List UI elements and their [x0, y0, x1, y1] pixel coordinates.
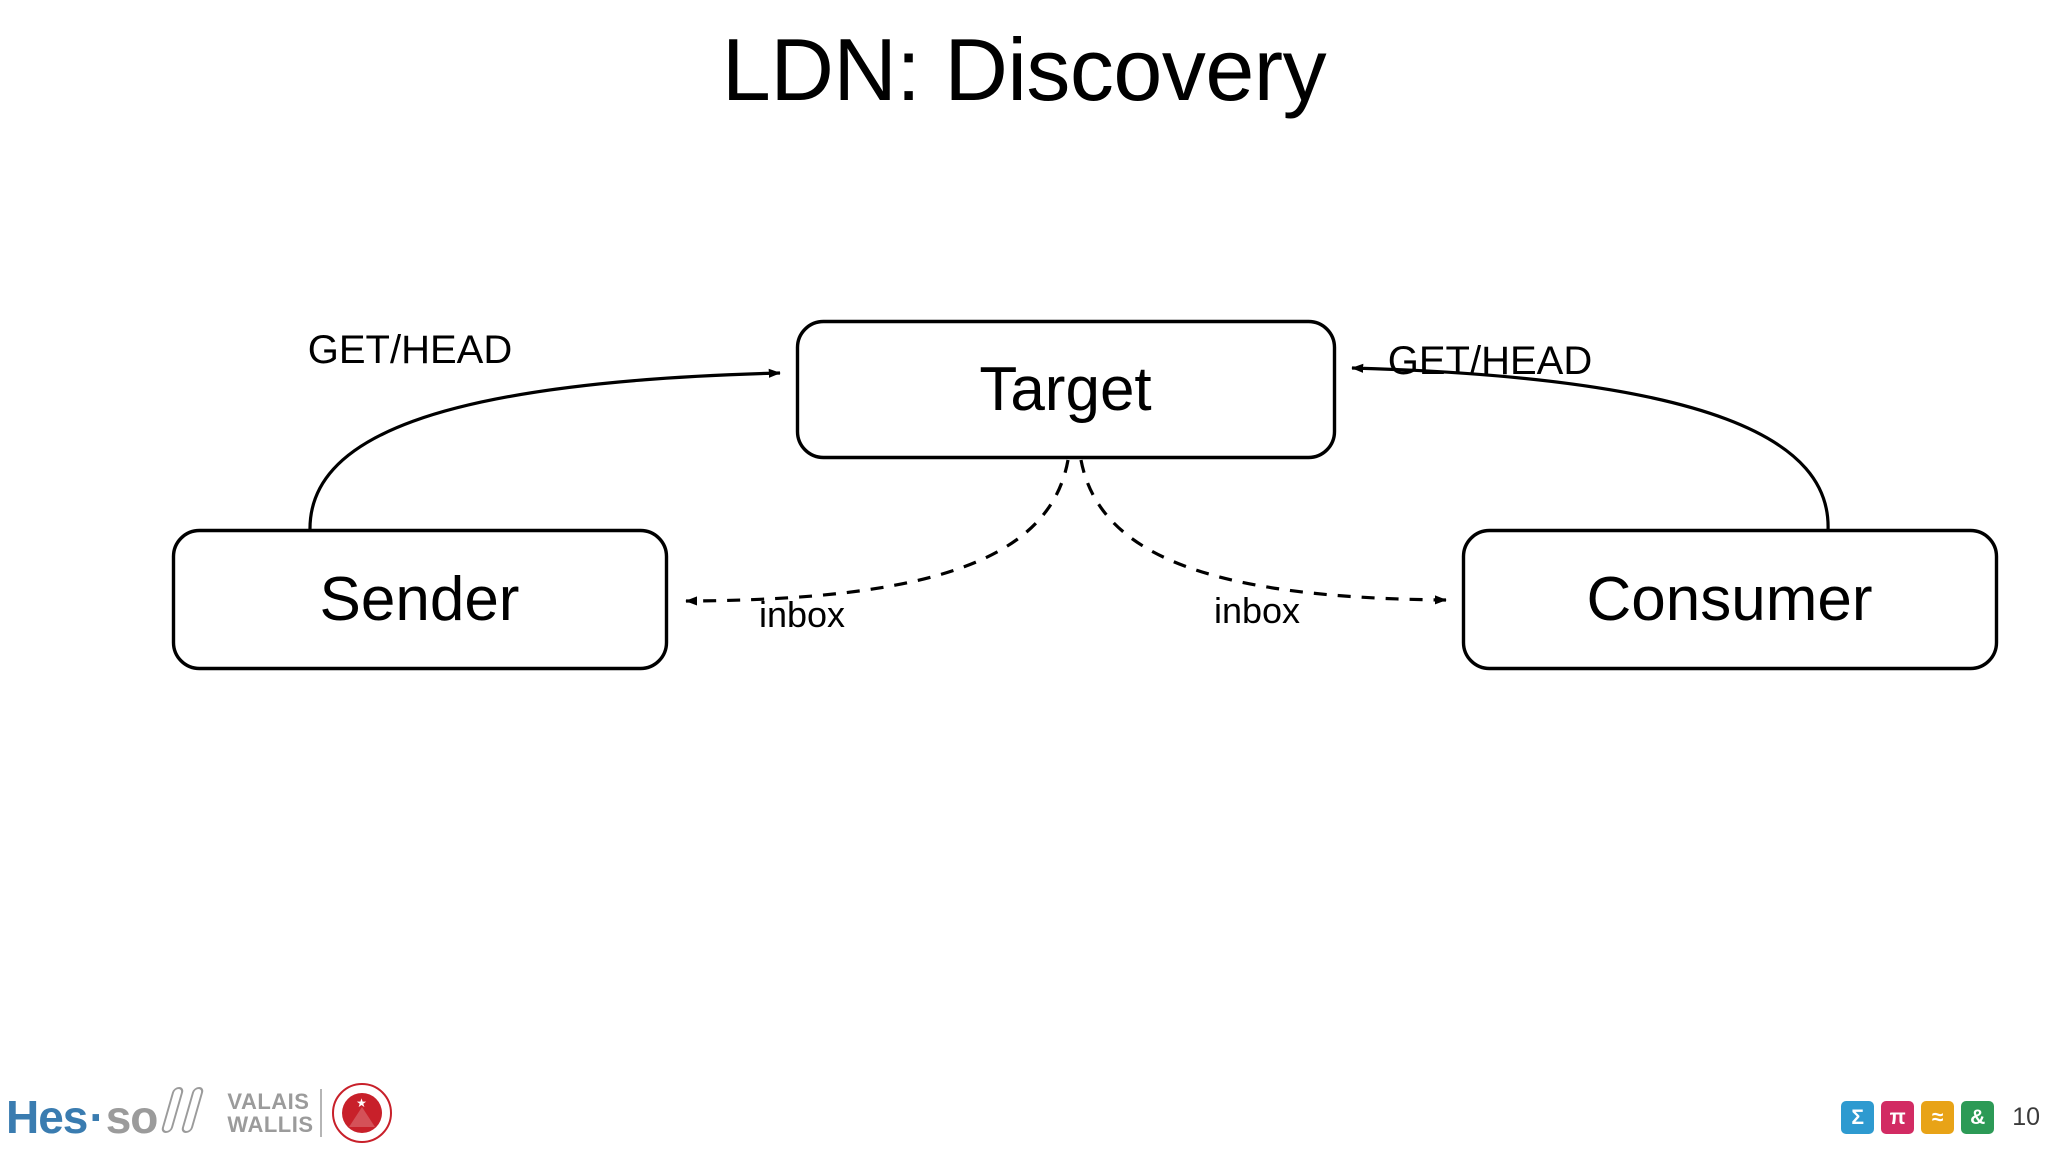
edge-target-to-consumer [1079, 459, 1447, 605]
node-consumer-box[interactable] [1461, 528, 1999, 671]
seal-disc: ★ [341, 1093, 382, 1133]
logo-so-text: so [105, 1090, 159, 1143]
node-target-box[interactable] [795, 319, 1337, 460]
valais-excellence-seal-icon: ★ [331, 1083, 392, 1143]
edge-sender-to-target [308, 368, 781, 532]
pi-badge-icon[interactable]: π [1881, 1100, 1915, 1134]
hesso-logo: Hes · so VALAIS WALLIS ★ [6, 1082, 392, 1144]
seal-star-icon: ★ [356, 1096, 367, 1110]
logo-dot-text: · [89, 1090, 104, 1143]
valais-line-1: VALAIS [227, 1088, 310, 1114]
sigma-badge-icon[interactable]: Σ [1841, 1100, 1875, 1134]
edge-consumer-to-target [1351, 363, 1830, 532]
valais-line-2: WALLIS [227, 1112, 314, 1137]
valais-wallis-wordmark: VALAIS WALLIS [227, 1088, 322, 1137]
double-slash-icon [160, 1086, 223, 1133]
amp-badge-icon[interactable]: & [1961, 1100, 1995, 1134]
page-title: LDN: Discovery [721, 20, 1327, 119]
seal-mountain-icon [348, 1107, 375, 1127]
node-sender-box[interactable] [171, 528, 669, 671]
page-number: 10 [2012, 1102, 2040, 1131]
footer-badges: Σ π ≈ & 10 [1841, 1092, 2040, 1142]
logo-hes-text: Hes [6, 1090, 88, 1143]
hesso-wordmark: Hes · so [6, 1086, 223, 1143]
edge-label-get-head-right: GET/HEAD [1387, 339, 1593, 383]
edge-target-to-sender [685, 459, 1070, 606]
edge-label-get-head-left: GET/HEAD [307, 328, 513, 372]
edge-label-inbox-left: inbox [758, 594, 846, 635]
edge-label-inbox-right: inbox [1213, 590, 1301, 631]
approx-badge-icon[interactable]: ≈ [1921, 1100, 1955, 1134]
